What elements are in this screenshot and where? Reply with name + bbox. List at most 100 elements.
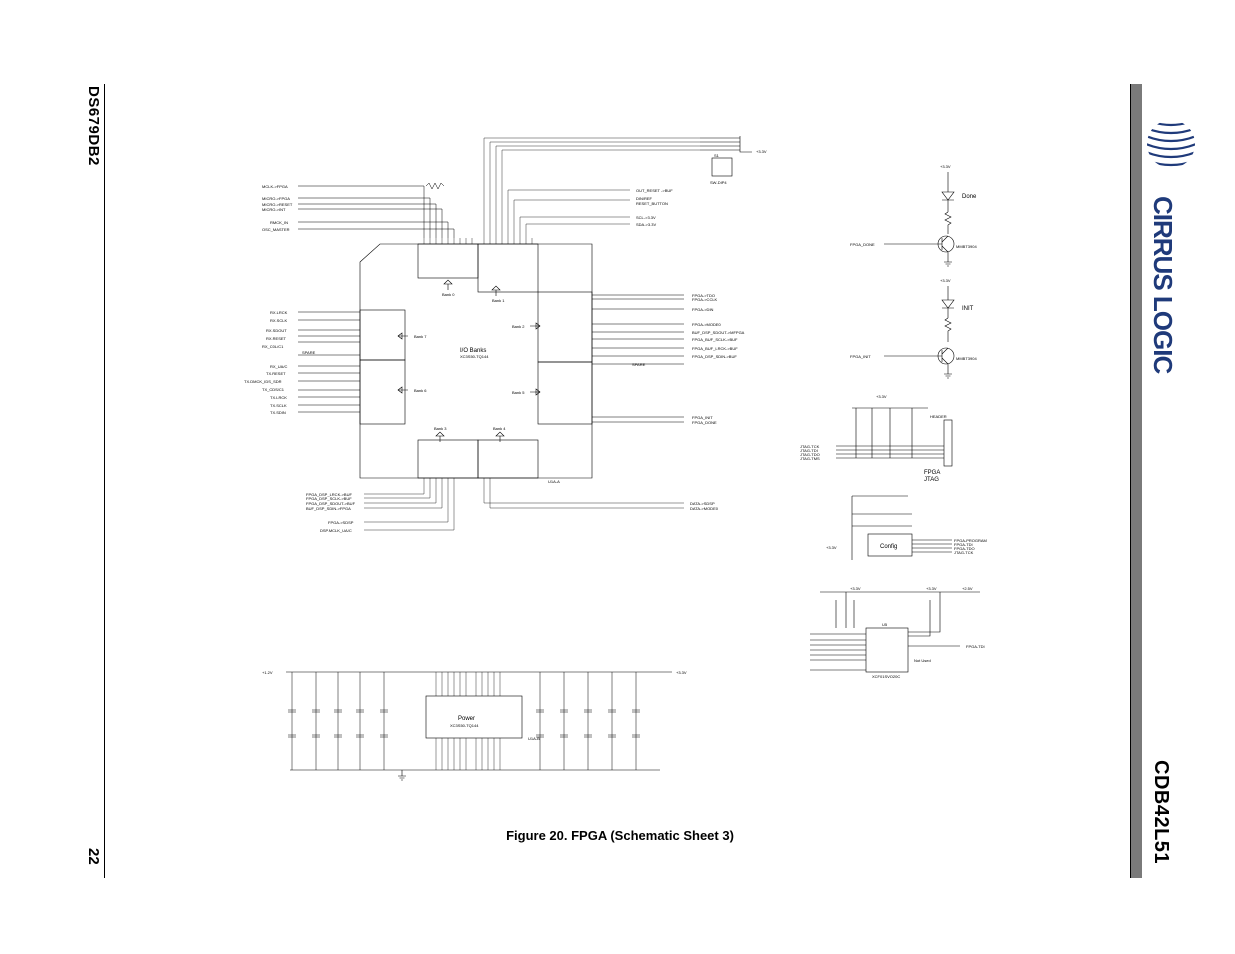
resistor-r43 (425, 182, 445, 190)
prom-pullups (820, 591, 980, 628)
jtag-tms-label: JTAG-TMS (800, 456, 820, 461)
io-bank-block (359, 243, 593, 479)
brand-wordmark: CIRRUS LOGIC (1148, 196, 1178, 374)
fpga-tdo-label: FPGA->TDO (692, 293, 715, 298)
top-input-lines (298, 185, 455, 238)
micro-reset-label: MICRO->RESET (262, 202, 293, 207)
fpga-dsp-sdin-label: FPGA_DSP_SDIN->BUF (692, 354, 737, 359)
power-block (425, 695, 523, 739)
bank4-box (477, 439, 539, 479)
bank6-arrow (397, 386, 408, 394)
fpga-dsp-sclk-label: FPGA_DSP_SCLK->BUF (306, 496, 352, 501)
scl-label: SCL->3.3V (636, 215, 656, 220)
jtag-rail: +3.3V (876, 394, 887, 399)
prom-rail-a: +3.3V (850, 586, 861, 591)
mclk-fpga-label: MCLK->FPGA (262, 184, 288, 189)
rx-uac-label: RX_UA/C (270, 364, 287, 369)
jtag-fpga-label: FPGA (924, 470, 940, 476)
rail-12-left: +1.2V (262, 670, 273, 675)
left-rule (104, 84, 105, 878)
jtag-jtag-label: JTAG (924, 477, 939, 483)
tx-sdin-label: TX.SDIN (270, 410, 286, 415)
prom-input-lines (810, 633, 866, 671)
decoupling-capacitors (288, 672, 640, 770)
jtag-header-label: HEADER (930, 414, 947, 419)
product-name: CDB42L51 (1150, 760, 1172, 865)
switch-ref: S1 (714, 153, 720, 158)
bank5-arrow (530, 388, 541, 396)
config-rail: +3.3V (826, 545, 837, 550)
bank-3-label: Bank 3 (434, 426, 447, 431)
bank0-box (417, 243, 479, 279)
done-label: Done (962, 194, 977, 200)
done-input-label: FPGA_DONE (850, 242, 875, 247)
bank6-box (359, 359, 406, 425)
fpga-buf-sclk-label: FPGA_BUF_SCLK->BUF (692, 337, 738, 342)
bank3-box (417, 439, 479, 479)
prom-part: XCF01SVO20C (872, 674, 900, 679)
rx-lrck-label: RX.LRCK (270, 310, 288, 315)
data-mode0-label: DATA->MODE0 (690, 506, 719, 511)
fpga-init-label: FPGA_INIT (692, 415, 713, 420)
bank1-arrow (491, 285, 501, 296)
fpga-sdsp-label: FPGA->SDSP (328, 520, 354, 525)
prom-output-lines (908, 592, 960, 647)
buf-dsp-sdin-label: BUF_DSP_SDIN->FPGA (306, 506, 351, 511)
init-led-icon (941, 286, 955, 318)
power-ground-symbol (398, 770, 406, 781)
done-resistor (944, 211, 952, 234)
init-label: INIT (962, 306, 974, 312)
config-block (867, 533, 913, 557)
dip-switch (711, 157, 733, 177)
prom-rail-c: +2.5V (962, 586, 973, 591)
bank5-box (537, 361, 593, 425)
config-tck-label: JTAG-TCK (954, 550, 974, 555)
bottom-pin-lines (364, 478, 684, 531)
init-transistor-leads (941, 347, 952, 379)
cirrus-logo-icon (1147, 120, 1195, 168)
jtag-tdi-label: JTAG-TDI (800, 448, 818, 453)
buf-dsp-sdout-label: BUF_DSP_SDOUT->MFPGA (692, 330, 745, 335)
document-id: DS679DB2 (85, 86, 102, 166)
tx-cds-label: TX_CDS/C1 (262, 387, 285, 392)
config-label: Config (880, 544, 897, 550)
io-banks-ref: U1A-A (548, 479, 560, 484)
io-banks-part: XC3S50-TQ144 (460, 354, 489, 359)
din-ref-label: DIN/REF (636, 196, 653, 201)
fpga-dsp-lrck-label: FPGA_DSP_LRCK->BUF (306, 492, 352, 497)
figure-caption: Figure 20. FPGA (Schematic Sheet 3) (506, 828, 734, 843)
prom-ref: U5 (882, 622, 888, 627)
power-pins (435, 672, 501, 770)
bank3-arrow (435, 431, 445, 442)
init-resistor (944, 317, 952, 342)
micro-fpga-label: MICRO->FPGA (262, 196, 290, 201)
jtag-header-icon (943, 419, 953, 467)
prom-output: FPGA-TDI (966, 644, 985, 649)
fpga-dsp-sdout-label: FPGA_DSP_SDOUT->BUF (306, 501, 356, 506)
bank-7-label: Bank 7 (414, 334, 427, 339)
right-signal-lines (592, 294, 684, 423)
bank7-arrow (397, 332, 408, 340)
config-tdi-label: FPGA-TDI (954, 542, 973, 547)
dip-pullups (700, 136, 752, 153)
init-transistor-part: MMBT3904 (956, 356, 977, 361)
tx-lrck-label: TX.LRCK (270, 395, 287, 400)
reset-button-label: RESET_BUTTON (636, 201, 668, 206)
data-sdsp-label: DATA->SDSP (690, 501, 715, 506)
rmck-in-label: RMCK_IN (270, 220, 288, 225)
config-tdo-label: FPGA-TDO (954, 546, 975, 551)
bank2-arrow (530, 322, 541, 330)
page-number: 22 (85, 848, 102, 865)
right-rule-bar (1130, 84, 1142, 878)
out-reset-label: OUT_RESET ->BUF (636, 188, 673, 193)
power-ref: U1A-B (528, 736, 540, 741)
bank-2-label: Bank 2 (512, 324, 525, 329)
bank4-arrow (495, 431, 505, 442)
tx-dmck-label: TX.DMCK_IDS_SDR (244, 379, 282, 384)
left-signal-lines (298, 311, 360, 413)
bank2-box (537, 291, 593, 363)
fpga-done-label: FPGA_DONE (692, 420, 717, 425)
top-pin-lines (423, 137, 700, 244)
switch-part: SW-DIP4 (710, 180, 727, 185)
